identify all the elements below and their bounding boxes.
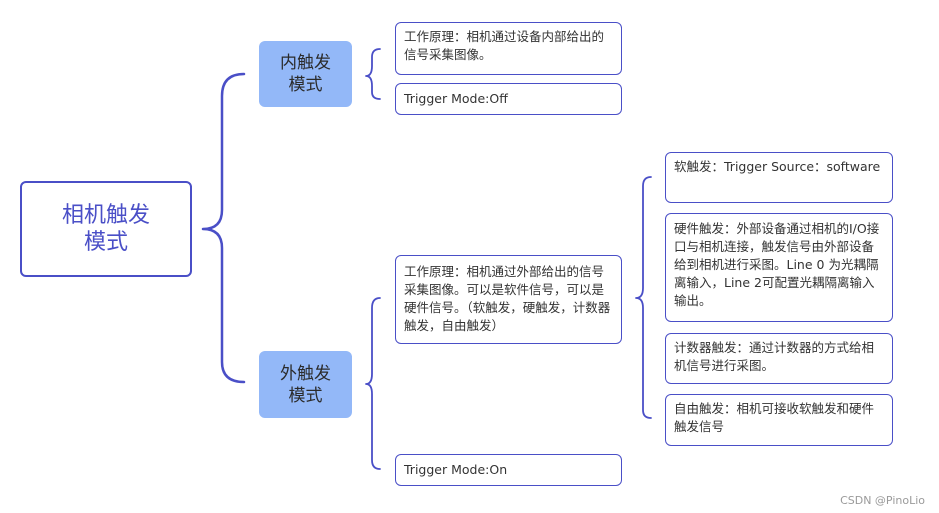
free-trigger-text: 自由触发：相机可接收软触发和硬件触发信号 [674,401,875,434]
internal-mode-text: Trigger Mode:Off [404,91,508,106]
root-bracket [201,72,246,384]
counter-trigger-node: 计数器触发：通过计数器的方式给相机信号进行采图。 [665,333,893,384]
internal-principle-node: 工作原理：相机通过设备内部给出的信号采集图像。 [395,22,622,75]
external-bracket [365,297,381,470]
free-trigger-node: 自由触发：相机可接收软触发和硬件触发信号 [665,394,893,446]
hardware-trigger-text: 硬件触发：外部设备通过相机的I/O接口与相机连接，触发信号由外部设备给到相机进行… [674,221,880,308]
watermark: CSDN @PinoLio [840,494,925,507]
external-principle-text: 工作原理：相机通过外部给出的信号采集图像。可以是软件信号，可以是硬件信号。（软触… [404,264,611,333]
external-trigger-label: 外触发模式 [280,363,331,406]
external-mode-node: Trigger Mode:On [395,454,622,486]
internal-principle-text: 工作原理：相机通过设备内部给出的信号采集图像。 [404,29,605,62]
software-trigger-text: 软触发：Trigger Source：software [674,159,881,174]
internal-trigger-label: 内触发模式 [280,53,331,95]
external-principle-node: 工作原理：相机通过外部给出的信号采集图像。可以是软件信号，可以是硬件信号。（软触… [395,255,622,344]
external-trigger-node: 外触发模式 [259,351,352,418]
external-mode-text: Trigger Mode:On [404,462,508,477]
internal-trigger-node: 内触发模式 [259,41,352,107]
root-label: 相机触发模式 [61,203,150,255]
counter-trigger-text: 计数器触发：通过计数器的方式给相机信号进行采图。 [674,340,875,373]
software-trigger-node: 软触发：Trigger Source：software [665,152,893,203]
types-bracket [635,176,652,419]
internal-mode-node: Trigger Mode:Off [395,83,622,115]
hardware-trigger-node: 硬件触发：外部设备通过相机的I/O接口与相机连接，触发信号由外部设备给到相机进行… [665,213,893,322]
root-node: 相机触发模式 [20,181,192,277]
internal-bracket [365,48,381,100]
